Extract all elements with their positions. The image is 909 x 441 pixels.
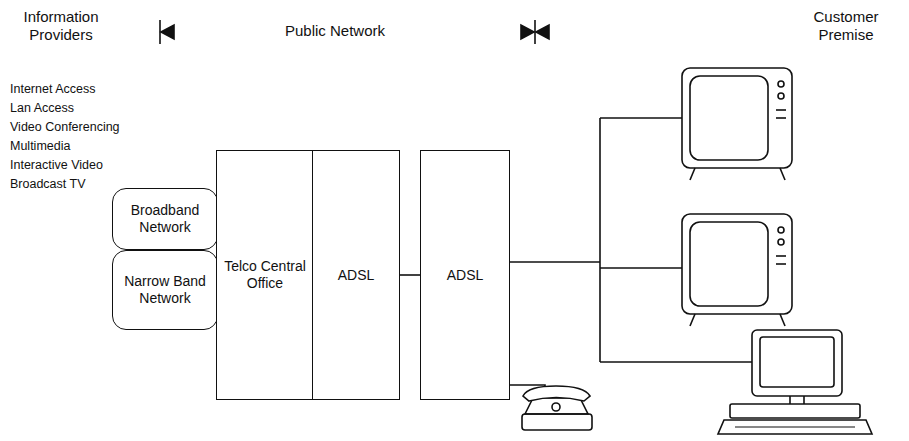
box-text: Narrow Band Network: [117, 273, 213, 307]
network-box: Narrow Band Network: [112, 250, 218, 330]
service-name: Lan Access: [10, 101, 150, 116]
boundary-arrow: [521, 25, 534, 39]
television: [682, 214, 792, 326]
text-holder: Broadband Network: [117, 202, 213, 236]
region-heading: Customer Premise: [790, 8, 902, 44]
box-text: ADSL: [447, 267, 484, 284]
region-heading: Public Network: [250, 22, 420, 40]
service-name: Multimedia: [10, 139, 150, 154]
computer: [718, 330, 872, 434]
service-name: Interactive Video: [10, 158, 150, 173]
service-name: Internet Access: [10, 82, 150, 97]
text-holder: Telco Central Office: [221, 258, 309, 292]
modem-box: ADSL: [312, 150, 400, 400]
boundary-arrow: [536, 25, 549, 39]
modem-box: ADSL: [420, 150, 510, 400]
box-text: Broadband Network: [117, 202, 213, 236]
box-text: ADSL: [338, 267, 375, 284]
text-holder: ADSL: [338, 267, 375, 284]
text-holder: ADSL: [447, 267, 484, 284]
service-name: Video Conferencing: [10, 120, 150, 135]
telephone: [522, 386, 592, 430]
television: [682, 68, 792, 180]
network-box: Broadband Network: [112, 188, 218, 250]
line-connector: [400, 274, 420, 276]
box-text: Telco Central Office: [221, 258, 309, 292]
boundary-arrow: [161, 25, 174, 39]
office-box: Telco Central Office: [216, 150, 314, 400]
region-heading: Information Providers: [6, 8, 116, 44]
text-holder: Narrow Band Network: [117, 273, 213, 307]
